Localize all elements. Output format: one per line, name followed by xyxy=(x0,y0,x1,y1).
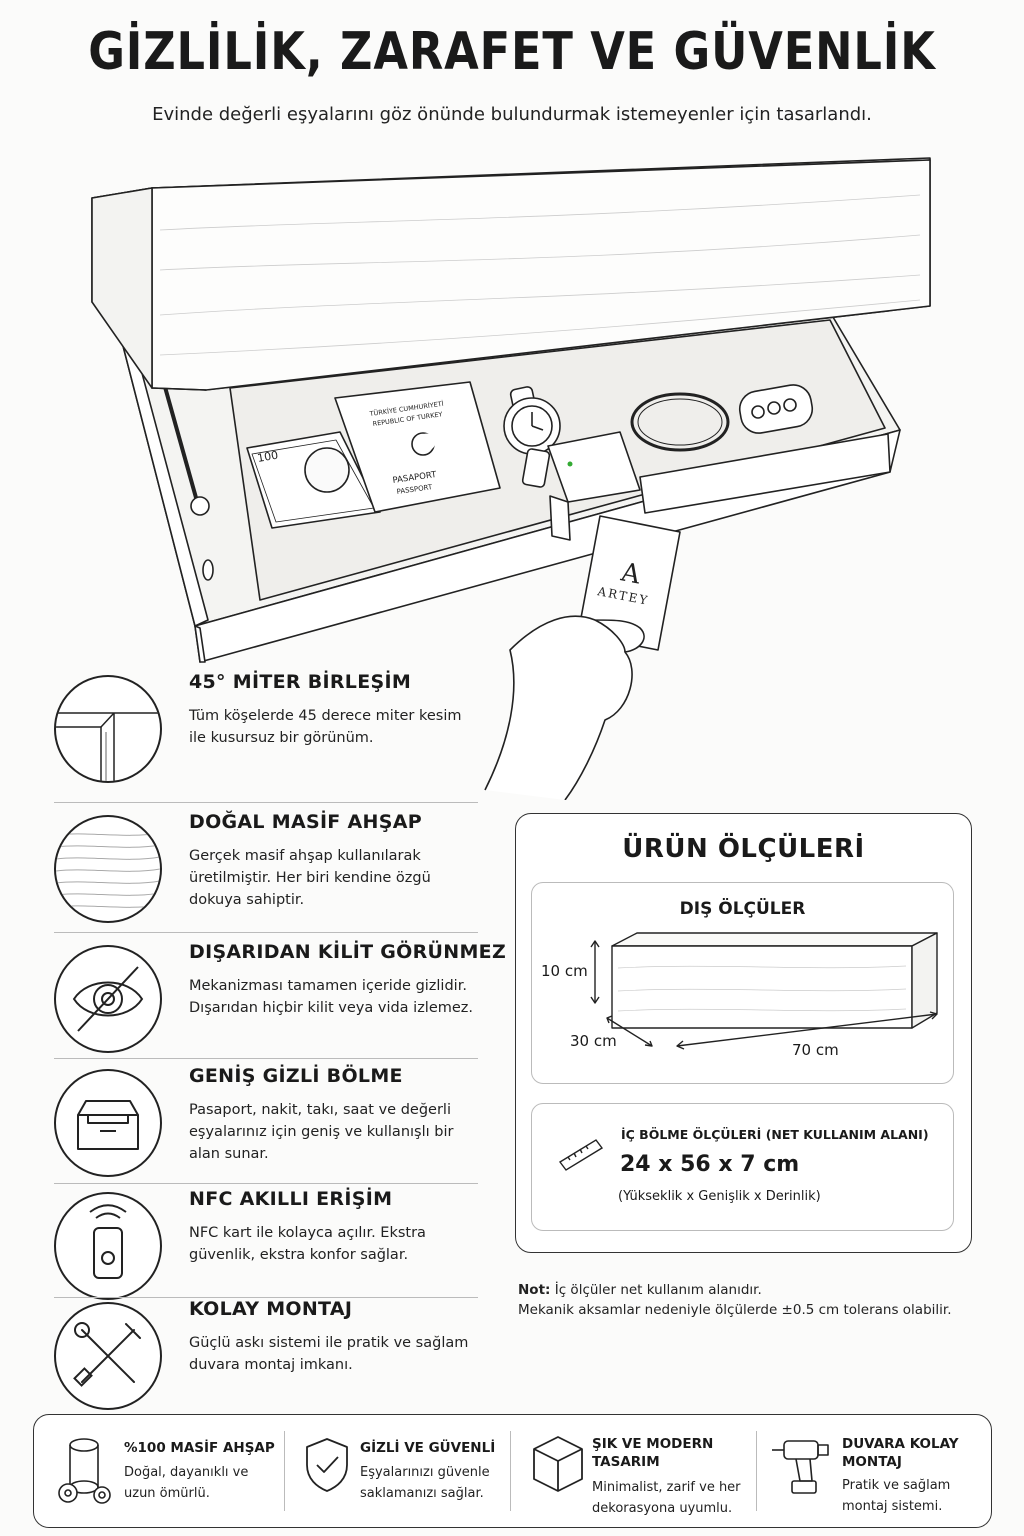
page-subtitle: Evinde değerli eşyalarını göz önünde bul… xyxy=(152,104,872,125)
benefit-text: Pratik ve sağlam montaj sistemi. xyxy=(842,1478,951,1514)
divider xyxy=(54,1297,478,1298)
divider xyxy=(54,1058,478,1059)
drill-icon xyxy=(772,1440,829,1494)
benefit-title: GİZLİ VE GÜVENLİ xyxy=(360,1440,496,1456)
benefit-secure: GİZLİ VE GÜVENLİ Eşyalarınızı güvenle sa… xyxy=(284,1415,510,1527)
hero-illustration: 100 TÜRKİYE CUMHURİYETİ REPUBLIC OF TURK… xyxy=(91,157,931,800)
feature-title: 45° MİTER BİRLEŞİM xyxy=(189,671,412,693)
wood-grain-icon xyxy=(54,815,162,923)
benefit-solid-wood: %100 MASİF AHŞAP Doğal, dayanıklı ve uzu… xyxy=(34,1415,284,1527)
shield-check-icon xyxy=(306,1438,348,1492)
eye-slash-icon xyxy=(54,945,162,1053)
feature-text: Güçlü askı sistemi ile pratik ve sağlam … xyxy=(189,1335,469,1373)
note-line2: Mekanik aksamlar nedeniyle ölçülerde ±0.… xyxy=(518,1302,952,1318)
feature-text: Gerçek masif ahşap kullanılarak üretilmi… xyxy=(189,848,431,908)
tolerance-note: Not: İç ölçüler net kullanım alanıdır. M… xyxy=(518,1280,952,1320)
inner-dimensions-title: İÇ BÖLME ÖLÇÜLERİ (NET KULLANIM ALANI) xyxy=(621,1127,929,1142)
outer-dimensions-title: DIŞ ÖLÇÜLER xyxy=(679,899,806,919)
height-label: 10 cm xyxy=(541,962,588,980)
feature-title: KOLAY MONTAJ xyxy=(189,1298,353,1320)
dimensions-panel: ÜRÜN ÖLÇÜLERİ DIŞ ÖLÇÜLER 10 cm 30 cm 70… xyxy=(515,813,972,1253)
benefit-text: Eşyalarınızı güvenle saklamanızı sağlar. xyxy=(360,1465,490,1501)
dimensions-title: ÜRÜN ÖLÇÜLERİ xyxy=(622,834,865,864)
feature-text: Tüm köşelerde 45 derece miter kesim ile … xyxy=(189,708,462,746)
open-box-icon xyxy=(54,1069,162,1177)
feature-title: NFC AKILLI ERİŞİM xyxy=(189,1188,393,1210)
tools-icon xyxy=(54,1302,162,1410)
divider xyxy=(54,932,478,933)
width-label: 70 cm xyxy=(792,1041,839,1059)
outer-dimensions-box: DIŞ ÖLÇÜLER xyxy=(531,882,954,1084)
divider xyxy=(510,1431,511,1511)
benefit-title: ŞIK VE MODERN TASARIM xyxy=(592,1436,714,1470)
divider xyxy=(54,802,478,803)
inner-dimensions-order: (Yükseklik x Genişlik x Derinlik) xyxy=(618,1189,821,1204)
note-label: Not: xyxy=(518,1282,551,1298)
benefit-title: DUVARA KOLAY MONTAJ xyxy=(842,1436,959,1470)
divider xyxy=(284,1431,285,1511)
depth-label: 30 cm xyxy=(570,1032,617,1050)
feature-title: GENİŞ GİZLİ BÖLME xyxy=(189,1065,403,1087)
nfc-phone-icon xyxy=(54,1192,162,1300)
box-dimension-drawing xyxy=(590,932,938,1050)
benefits-strip: %100 MASİF AHŞAP Doğal, dayanıklı ve uzu… xyxy=(33,1414,992,1528)
inner-dimensions-value: 24 x 56 x 7 cm xyxy=(620,1152,800,1177)
benefit-text: Minimalist, zarif ve her dekorasyona uyu… xyxy=(592,1480,741,1516)
divider xyxy=(756,1431,757,1511)
ruler-icon xyxy=(558,1139,604,1171)
feature-title: DOĞAL MASİF AHŞAP xyxy=(189,811,422,833)
feature-text: NFC kart ile kolayca açılır. Ekstra güve… xyxy=(189,1225,426,1263)
miter-corner-icon xyxy=(54,675,162,783)
divider xyxy=(54,1183,478,1184)
cube-icon xyxy=(533,1436,583,1492)
note-line1: İç ölçüler net kullanım alanıdır. xyxy=(554,1282,762,1298)
banknote-value: 100 xyxy=(256,449,279,465)
benefit-mounting: DUVARA KOLAY MONTAJ Pratik ve sağlam mon… xyxy=(756,1415,989,1527)
benefit-design: ŞIK VE MODERN TASARIM Minimalist, zarif … xyxy=(510,1415,756,1527)
page-title: GİZLİLİK, ZARAFET VE GÜVENLİK xyxy=(88,22,936,82)
feature-text: Mekanizması tamamen içeride gizlidir. Dı… xyxy=(189,978,474,1016)
benefit-title: %100 MASİF AHŞAP xyxy=(124,1440,275,1456)
wood-logs-icon xyxy=(58,1438,111,1504)
inner-title-main: İÇ BÖLME ÖLÇÜLERİ xyxy=(621,1127,762,1142)
feature-title: DIŞARIDAN KİLİT GÖRÜNMEZ xyxy=(189,941,507,963)
feature-text: Pasaport, nakit, takı, saat ve değerli e… xyxy=(189,1102,454,1162)
inner-title-suffix: (NET KULLANIM ALANI) xyxy=(765,1127,929,1142)
inner-dimensions-box: İÇ BÖLME ÖLÇÜLERİ (NET KULLANIM ALANI) 2… xyxy=(531,1103,954,1231)
benefit-text: Doğal, dayanıklı ve uzun ömürlü. xyxy=(124,1465,249,1501)
